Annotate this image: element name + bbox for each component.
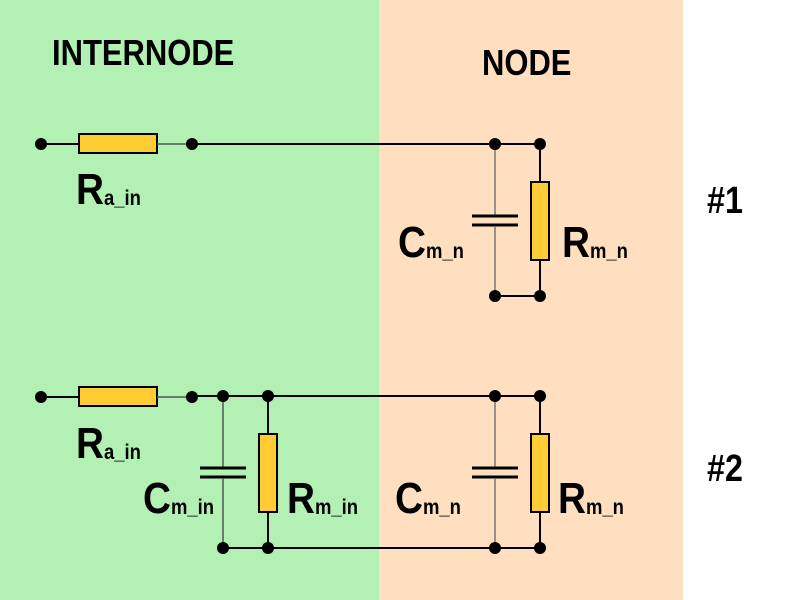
label-subscript: a_in: [103, 441, 141, 464]
junction-dot: [534, 138, 546, 150]
terminal-dot: [35, 138, 47, 150]
resistor-rm-n-2: [530, 433, 550, 513]
junction-dot: [534, 290, 546, 302]
junction-dot: [534, 542, 546, 554]
internode-title: INTERNODE: [52, 32, 235, 73]
label-rm-n-2: Rm_n: [558, 477, 624, 521]
label-ra-in-1: Ra_in: [76, 168, 141, 212]
junction-dot: [489, 138, 501, 150]
label-subscript: m_in: [314, 496, 359, 519]
internode-region: [0, 0, 379, 600]
junction-dot: [217, 542, 229, 554]
junction-dot: [489, 290, 501, 302]
circuit-2: [35, 386, 550, 554]
label-symbol: C: [143, 474, 171, 523]
label-symbol: R: [76, 419, 104, 468]
circuit-1-label: #1: [707, 180, 743, 222]
label-subscript: m_in: [170, 496, 215, 519]
label-symbol: R: [558, 474, 586, 523]
resistor-ra-in-1: [78, 133, 158, 154]
circuit-2-label: #2: [707, 448, 743, 490]
label-subscript: m_n: [585, 496, 624, 519]
resistor-rm-n-1: [530, 181, 550, 261]
junction-dot: [217, 390, 229, 402]
junction-dot: [262, 542, 274, 554]
resistor-ra-in-2: [78, 386, 158, 407]
label-cm-in: Cm_in: [143, 477, 214, 521]
label-cm-n-1: Cm_n: [398, 221, 464, 265]
label-subscript: a_in: [103, 187, 141, 210]
node-title: NODE: [482, 42, 572, 83]
terminal-dot: [35, 391, 47, 403]
circuit-1: [35, 133, 550, 302]
label-symbol: C: [398, 218, 426, 267]
junction-dot: [262, 390, 274, 402]
label-subscript: m_n: [422, 496, 461, 519]
junction-dot: [489, 390, 501, 402]
junction-dot: [186, 391, 198, 403]
label-symbol: R: [287, 474, 315, 523]
junction-dot: [534, 390, 546, 402]
label-subscript: m_n: [425, 240, 464, 263]
junction-dot: [186, 138, 198, 150]
label-symbol: C: [395, 474, 423, 523]
label-rm-n-1: Rm_n: [562, 221, 628, 265]
label-ra-in-2: Ra_in: [76, 422, 141, 466]
resistor-rm-in: [258, 433, 278, 513]
junction-dot: [489, 542, 501, 554]
label-symbol: R: [562, 218, 590, 267]
label-cm-n-2: Cm_n: [395, 477, 461, 521]
label-subscript: m_n: [589, 240, 628, 263]
label-symbol: R: [76, 165, 104, 214]
label-rm-in: Rm_in: [287, 477, 358, 521]
